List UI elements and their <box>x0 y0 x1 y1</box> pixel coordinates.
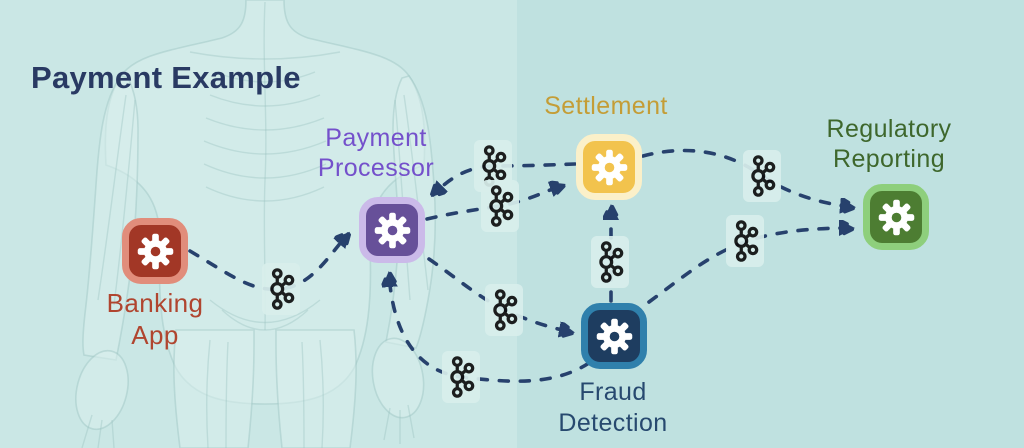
kafka-topic <box>442 351 480 403</box>
kafka-topic <box>485 284 523 336</box>
label-line: Fraud <box>579 378 647 406</box>
node-settlement <box>576 134 642 200</box>
label-line: Processor <box>317 154 435 182</box>
label-regulatory-reporting: Regulatory Reporting <box>779 114 999 174</box>
label-line: Banking <box>106 288 204 318</box>
gear-icon <box>596 318 632 354</box>
gear-icon <box>374 212 410 248</box>
node-banking-app <box>122 218 188 284</box>
kafka-icon <box>751 155 776 197</box>
kafka-icon <box>270 268 295 310</box>
kafka-topic <box>591 236 629 288</box>
kafka-topic <box>481 180 519 232</box>
label-line: Settlement <box>544 92 668 120</box>
gear-icon <box>137 233 173 269</box>
gear-icon <box>878 199 914 235</box>
label-line: Detection <box>558 409 668 437</box>
gear-icon <box>591 149 627 185</box>
kafka-icon <box>489 185 514 227</box>
label-payment-processor: Payment Processor <box>266 123 486 183</box>
kafka-topic <box>743 150 781 202</box>
kafka-icon <box>493 289 518 331</box>
label-line: Regulatory <box>826 115 952 143</box>
label-line: Payment <box>325 124 427 152</box>
label-line: Reporting <box>833 145 945 173</box>
kafka-icon <box>599 241 624 283</box>
node-payment-processor <box>359 197 425 263</box>
node-fraud-detection <box>581 303 647 369</box>
kafka-topic <box>726 215 764 267</box>
page-title: Payment Example <box>31 60 301 95</box>
label-settlement: Settlement <box>496 91 716 121</box>
kafka-icon <box>450 356 475 398</box>
edge-settlement-to-payment-processor <box>433 162 577 195</box>
label-line: App <box>131 320 179 350</box>
node-regulatory-reporting <box>863 184 929 250</box>
kafka-topic <box>262 263 300 315</box>
label-fraud-detection: Fraud Detection <box>503 377 723 439</box>
label-banking-app: Banking App <box>45 287 265 351</box>
edge-payment-processor-to-settlement <box>425 185 563 221</box>
kafka-icon <box>734 220 759 262</box>
